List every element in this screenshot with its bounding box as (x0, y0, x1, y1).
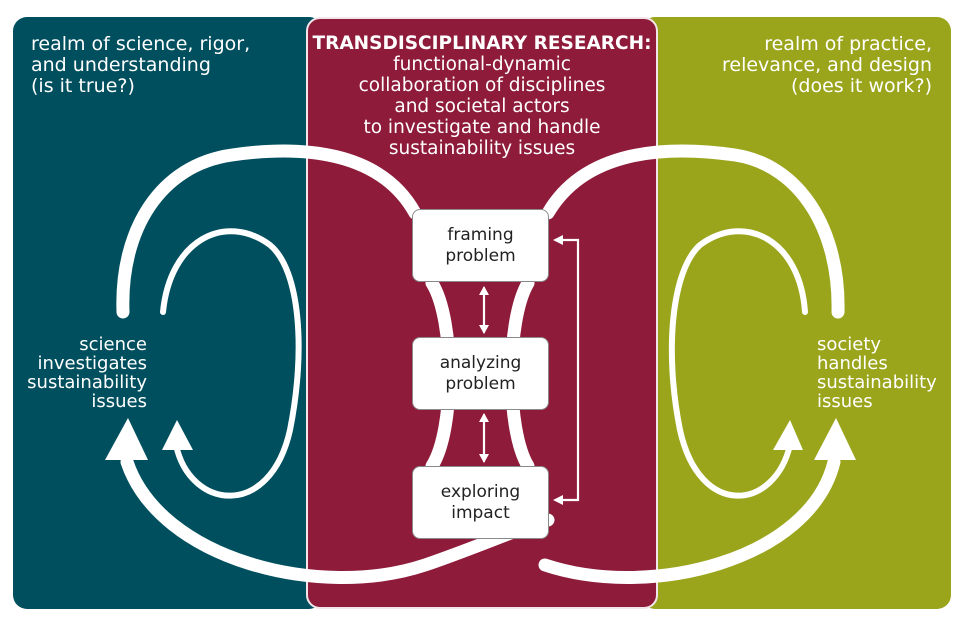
feedback-arrowhead-bottom (553, 495, 563, 505)
label-line: investigates (37, 353, 147, 374)
label-line: sustainability (27, 372, 147, 393)
science-realm-panel (13, 17, 323, 609)
caption-line: (does it work?) (791, 75, 932, 97)
feedback-arrowhead-top (553, 235, 563, 245)
link2-arrowhead-down (479, 454, 489, 463)
link1-arrowhead-down (479, 325, 489, 334)
science-realm-caption: realm of science, rigor, and understandi… (31, 34, 250, 97)
exploring-impact-box: exploring impact (412, 466, 549, 539)
transdisciplinary-caption: TRANSDISCIPLINARY RESEARCH: functional-d… (306, 33, 658, 159)
caption-line: realm of science, rigor, (31, 33, 251, 55)
framing-problem-box: framing problem (412, 209, 549, 282)
science-inner-arrowhead (162, 420, 193, 450)
caption-line: to investigate and handle (363, 117, 601, 138)
caption-line: collaboration of disciplines (358, 75, 606, 96)
step-line: framing (447, 224, 514, 245)
label-line: science (79, 334, 147, 355)
step-line: analyzing (439, 352, 522, 373)
science-label: science investigates sustainability issu… (27, 335, 147, 411)
link1-arrowhead-up (479, 286, 489, 295)
practice-realm-panel (641, 17, 951, 609)
step-line: problem (445, 245, 516, 266)
society-inner-arrowhead (773, 420, 803, 450)
caption-line: sustainability issues (388, 138, 576, 159)
society-outer-arrowhead (814, 418, 856, 460)
feedback-line (554, 238, 580, 502)
step-line: exploring (440, 481, 521, 502)
transdisciplinary-title: TRANSDISCIPLINARY RESEARCH: (312, 33, 652, 54)
label-line: society (817, 334, 882, 355)
caption-line: functional-dynamic (393, 54, 571, 75)
society-inner-cycle (668, 228, 808, 499)
society-label: society handles sustainability issues (817, 335, 937, 411)
caption-line: relevance, and design (721, 54, 932, 76)
practice-realm-caption: realm of practice, relevance, and design… (722, 34, 932, 97)
label-line: issues (91, 391, 147, 412)
caption-line: realm of practice, (764, 33, 932, 55)
link2-arrowhead-up (479, 413, 489, 422)
step-line: problem (445, 373, 516, 394)
analyzing-problem-box: analyzing problem (412, 337, 549, 410)
science-inner-cycle (160, 228, 302, 499)
step-line: impact (451, 502, 510, 523)
label-line: handles (817, 353, 888, 374)
label-line: sustainability (817, 372, 937, 393)
science-outer-arrowhead (105, 418, 148, 460)
science-outer-cycle (116, 144, 422, 319)
label-line: issues (817, 391, 873, 412)
society-outer-cycle (541, 144, 845, 319)
caption-line: and understanding (31, 54, 211, 76)
caption-line: and societal actors (394, 96, 570, 117)
society-outer-return (538, 455, 841, 584)
caption-line: (is it true?) (31, 75, 135, 97)
